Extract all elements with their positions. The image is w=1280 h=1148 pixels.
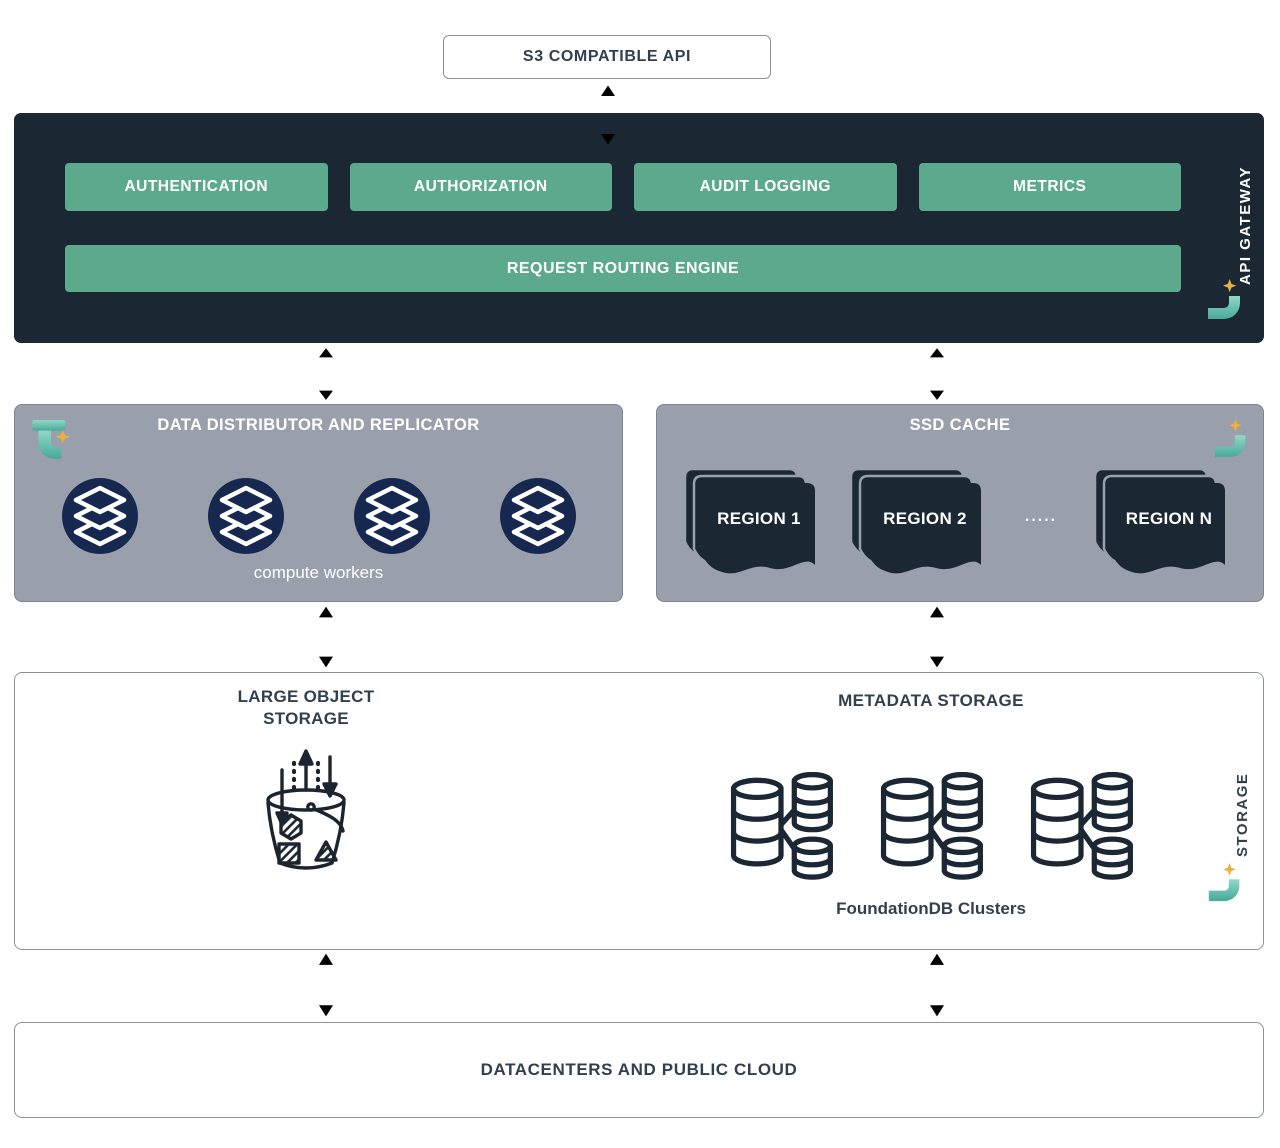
compute-workers-row — [15, 476, 622, 556]
s3-api-label: S3 COMPATIBLE API — [522, 48, 692, 65]
service-label: AUTHENTICATION — [124, 178, 269, 195]
s3-api-node: S3 COMPATIBLE API — [443, 35, 771, 79]
storage-panel: LARGE OBJECT STORAGE METADATA STORAGE Fo… — [14, 672, 1264, 950]
service-authentication: AUTHENTICATION — [65, 163, 328, 211]
service-audit-logging: AUDIT LOGGING — [634, 163, 897, 211]
region-label: REGION 1 — [717, 509, 801, 528]
double-arrow-cache-storage — [928, 604, 946, 670]
region-card: REGION N — [1095, 469, 1231, 579]
double-arrow-storage-datacenters-right — [928, 951, 946, 1019]
region-card: REGION 1 — [685, 469, 821, 579]
ssd-cache-panel: SSD CACHE REGION 1 REGION 2 ..... REGION… — [656, 404, 1264, 602]
metadata-storage-title: METADATA STORAGE — [838, 691, 1024, 710]
data-distributor-panel: DATA DISTRIBUTOR AND REPLICATOR compute … — [14, 404, 623, 602]
region-ellipsis: ..... — [1024, 508, 1058, 525]
region-label: REGION 2 — [883, 509, 967, 528]
compute-worker-icon — [206, 476, 286, 556]
service-authorization: AUTHORIZATION — [349, 163, 612, 211]
tigris-logo-icon — [1205, 863, 1247, 905]
double-arrow-distributor-storage — [317, 604, 335, 670]
foundationdb-clusters-row — [691, 765, 1171, 883]
bucket-icon — [231, 745, 381, 885]
database-cluster-icon — [1025, 765, 1137, 883]
region-label: REGION N — [1125, 509, 1213, 528]
compute-worker-icon — [60, 476, 140, 556]
api-gateway-panel: AUTHENTICATION AUTHORIZATION AUDIT LOGGI… — [14, 113, 1264, 343]
double-arrow-storage-datacenters-left — [317, 951, 335, 1019]
gateway-services-row: AUTHENTICATION AUTHORIZATION AUDIT LOGGI… — [65, 163, 1181, 211]
compute-worker-icon — [498, 476, 578, 556]
request-routing-engine-node: REQUEST ROUTING ENGINE — [65, 245, 1181, 292]
double-arrow-gateway-distributor — [317, 346, 335, 402]
routing-label: REQUEST ROUTING ENGINE — [506, 259, 740, 277]
storage-label: STORAGE — [1234, 772, 1251, 858]
datacenters-label: DATACENTERS AND PUBLIC CLOUD — [480, 1060, 798, 1079]
service-label: AUDIT LOGGING — [699, 178, 831, 195]
service-metrics: METRICS — [918, 163, 1181, 211]
datacenters-node: DATACENTERS AND PUBLIC CLOUD — [14, 1022, 1264, 1118]
double-arrow-gateway-cache — [928, 346, 946, 402]
tigris-logo-icon — [1204, 279, 1248, 323]
double-arrow-s3-gateway — [599, 83, 617, 147]
service-label: AUTHORIZATION — [413, 178, 548, 195]
distributor-title: DATA DISTRIBUTOR AND REPLICATOR — [157, 416, 480, 434]
compute-worker-icon — [352, 476, 432, 556]
tigris-logo-icon — [1211, 419, 1253, 461]
service-label: METRICS — [1013, 178, 1087, 195]
large-object-storage-title: LARGE OBJECT STORAGE — [237, 687, 375, 729]
foundationdb-caption: FoundationDB Clusters — [836, 899, 1026, 918]
region-card: REGION 2 — [851, 469, 987, 579]
cache-title: SSD CACHE — [909, 416, 1011, 434]
database-cluster-icon — [725, 765, 837, 883]
compute-workers-caption: compute workers — [253, 563, 384, 582]
database-cluster-icon — [875, 765, 987, 883]
